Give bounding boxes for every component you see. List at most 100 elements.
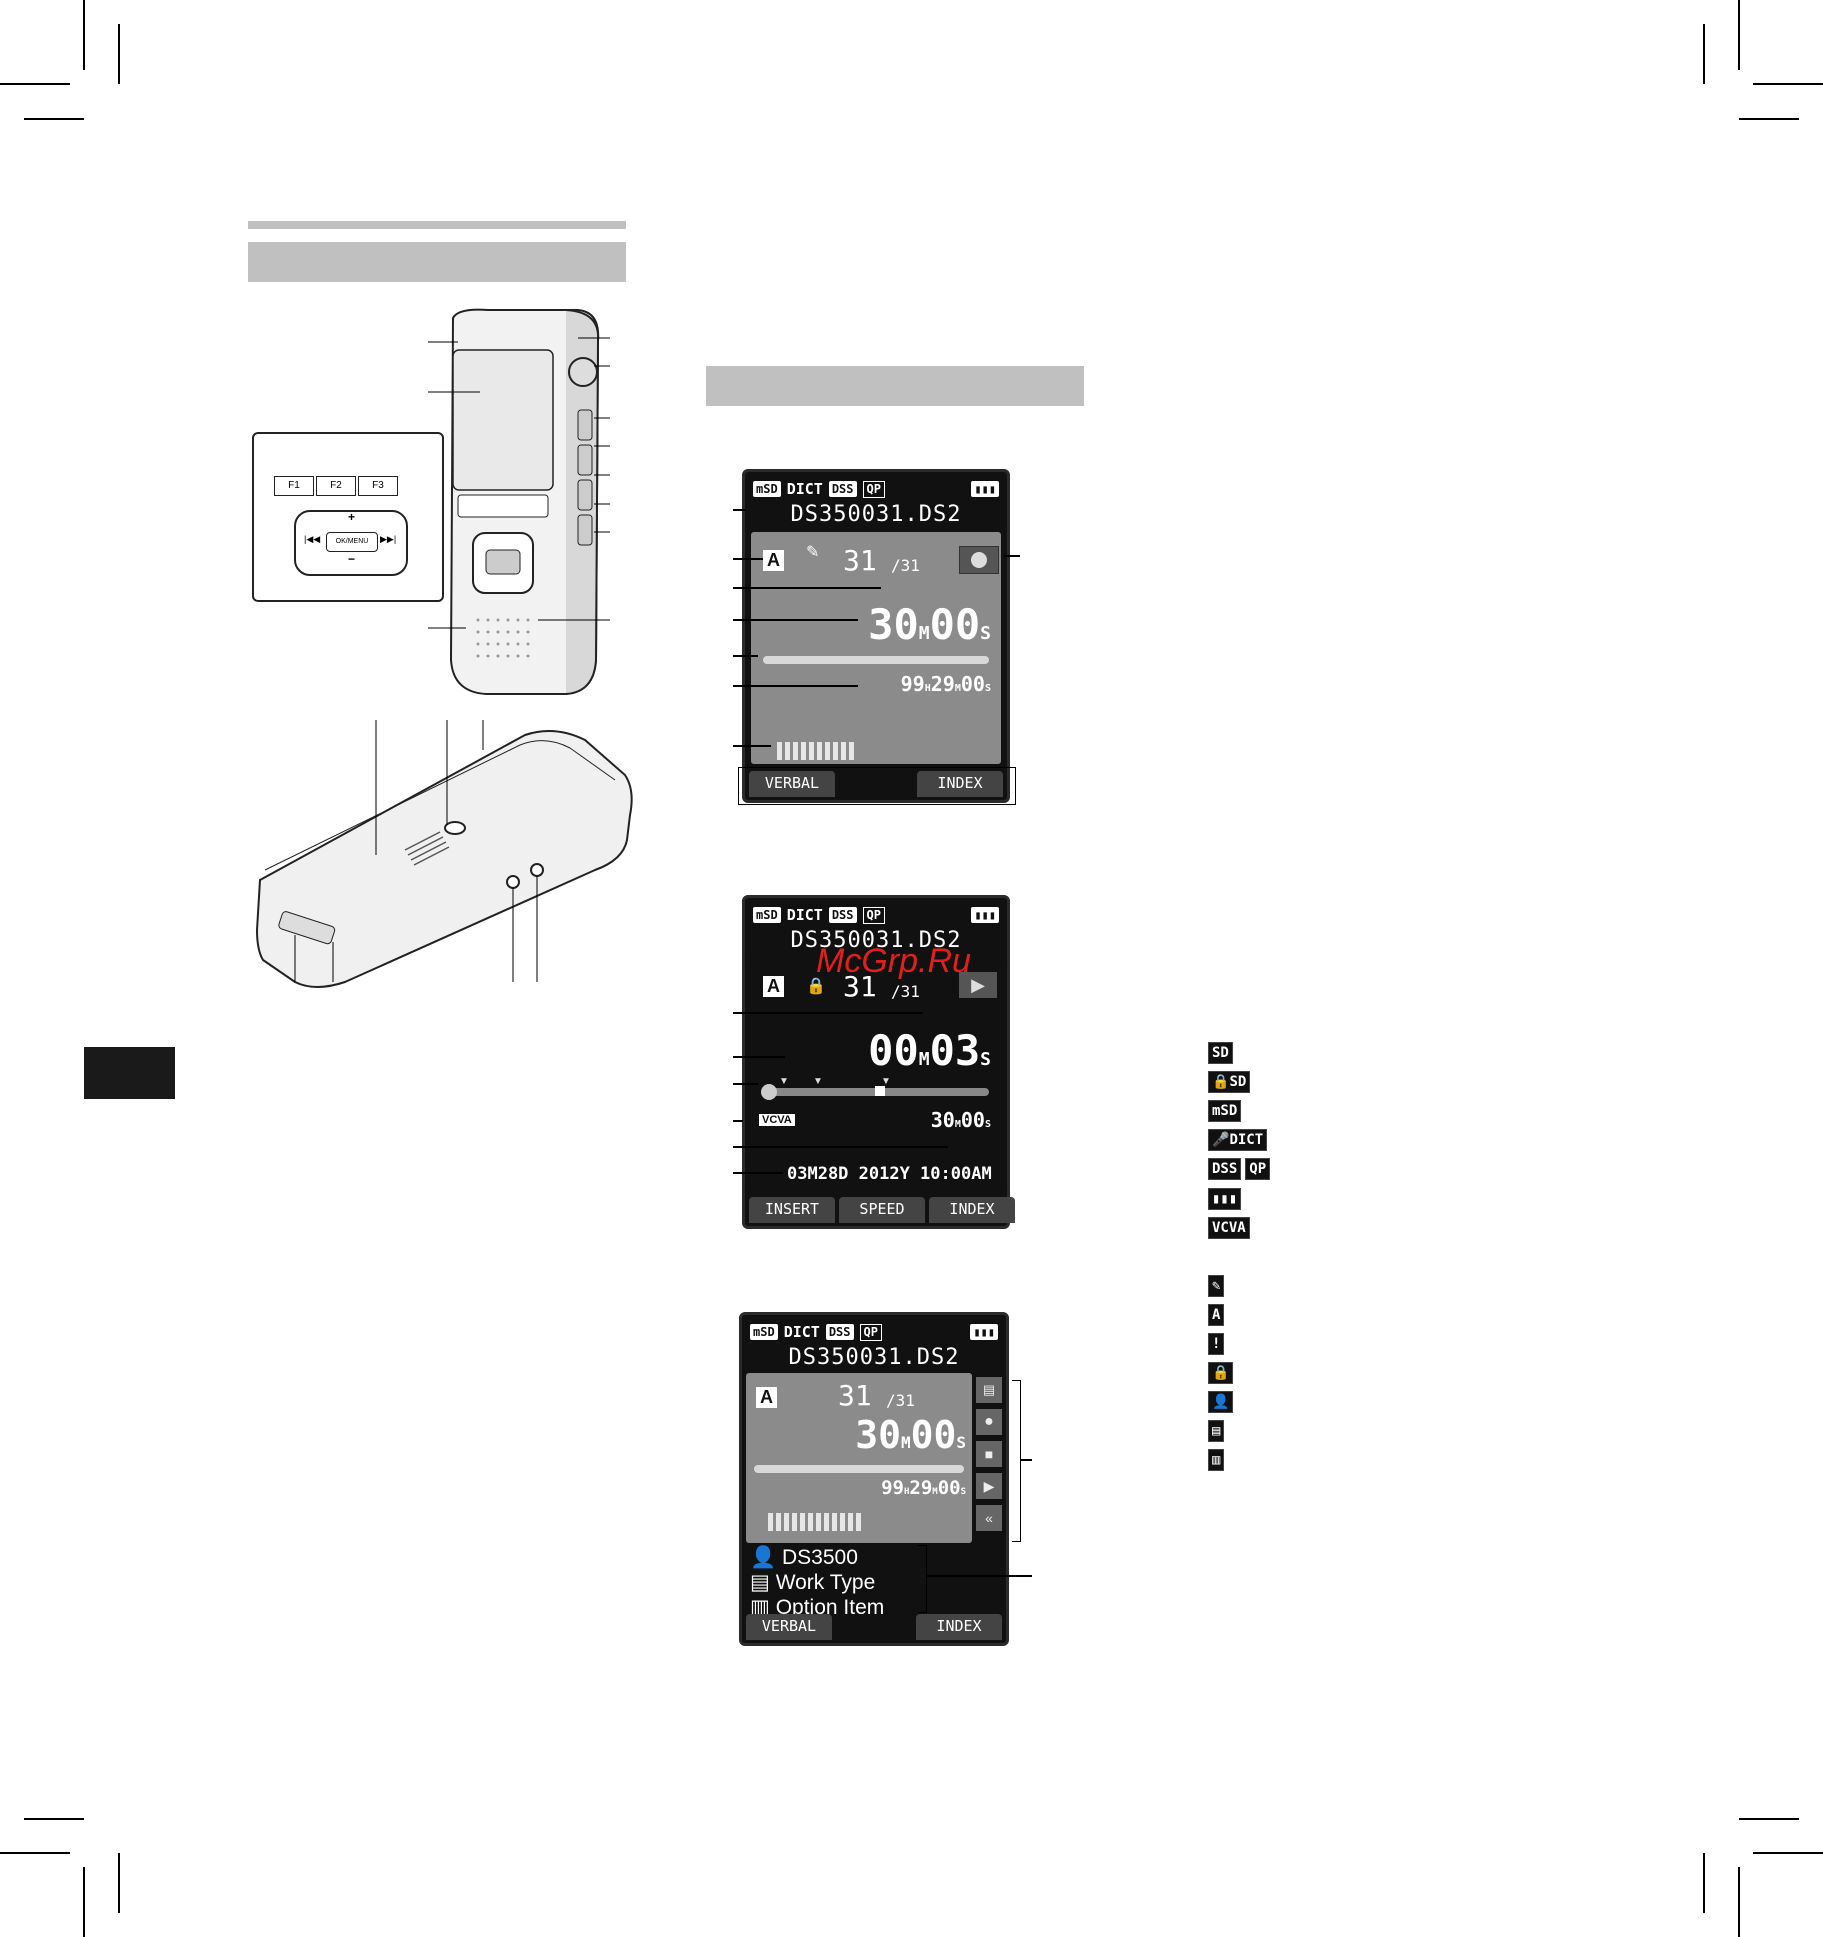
info-bracket xyxy=(918,1545,927,1613)
leader-line xyxy=(733,619,858,621)
ok-menu-button[interactable]: OK/MENU xyxy=(326,532,378,552)
navigation-pad[interactable]: + − OK/MENU |◀◀ ▶▶| xyxy=(294,510,408,576)
author-row: 👤 DS3500 xyxy=(750,1545,884,1570)
file-name: DS350031.DS2 xyxy=(790,502,962,527)
lock-icon: 🔒 xyxy=(806,978,826,995)
legend-edit-icon: ✎ xyxy=(1208,1275,1225,1297)
crop-mark xyxy=(83,0,85,70)
progress-bar xyxy=(763,656,989,664)
quality-icon: QP xyxy=(859,1323,882,1341)
section-heading-bar xyxy=(248,242,626,282)
quality-icon: QP xyxy=(862,906,885,924)
leader-line xyxy=(733,509,745,511)
legend-worktype-icon: ▤ xyxy=(1208,1420,1225,1442)
softkey-verbal[interactable]: VERBAL xyxy=(746,1614,832,1640)
record-icon: ● xyxy=(976,1409,1002,1435)
plus-key[interactable]: + xyxy=(348,510,356,524)
index-mark-icon: ▼ xyxy=(881,1076,891,1087)
fast-forward-icon[interactable]: ▶▶| xyxy=(380,534,397,544)
leader-line xyxy=(733,558,763,560)
folder-icon: A xyxy=(763,976,784,997)
softkey-bar: INSERT SPEED INDEX xyxy=(749,1197,1015,1223)
crop-mark xyxy=(1703,1853,1705,1913)
minus-key[interactable]: − xyxy=(348,552,356,566)
file-number: 31 xyxy=(843,970,877,1003)
author-id: DS3500 xyxy=(782,1546,858,1569)
battery-icon: ▮▮▮ xyxy=(971,481,999,497)
leader-line xyxy=(733,655,758,657)
leader-line xyxy=(733,587,881,589)
crop-mark xyxy=(0,83,70,85)
leader-line xyxy=(1004,555,1020,557)
info-lines: 👤 DS3500 ▤ Work Type ▥ Option Item xyxy=(750,1545,884,1620)
elapsed-time: 30M00S xyxy=(868,600,991,649)
softkey-index[interactable]: INDEX xyxy=(917,771,1003,797)
dict-mode-label: DICT xyxy=(786,906,823,924)
media-icon: mSD xyxy=(753,481,781,497)
file-number: 31 xyxy=(843,544,877,577)
controls-inset: F1 F2 F3 + − OK/MENU |◀◀ ▶▶| xyxy=(252,432,444,602)
file-name: DS350031.DS2 xyxy=(788,1345,960,1370)
playback-position-icon xyxy=(761,1084,777,1100)
battery-icon: ▮▮▮ xyxy=(971,907,999,923)
softkey-index[interactable]: INDEX xyxy=(929,1197,1015,1223)
icon-column-bracket xyxy=(1012,1380,1021,1542)
format-icon: DSS xyxy=(828,907,857,923)
f2-key[interactable]: F2 xyxy=(316,476,356,496)
worktype-row: ▤ Work Type xyxy=(750,1570,884,1595)
softkey-bar: VERBAL INDEX xyxy=(749,771,1003,797)
folder-icon: A xyxy=(756,1387,777,1408)
crop-mark xyxy=(1738,0,1740,70)
progress-bar xyxy=(754,1465,964,1473)
file-total: /31 xyxy=(891,556,920,575)
elapsed-time: 30M00S xyxy=(855,1413,966,1457)
crop-mark xyxy=(1739,1818,1799,1820)
leader-line xyxy=(733,1012,923,1014)
f1-key[interactable]: F1 xyxy=(274,476,314,496)
lcd-screen-recording: mSD DICT DSS QP ▮▮▮ DS350031.DS2 A ✎ 31 … xyxy=(742,469,1010,803)
format-icon: DSS xyxy=(825,1324,854,1340)
option-icon: ▥ xyxy=(750,1596,770,1619)
battery-icon: ▮▮▮ xyxy=(970,1324,998,1340)
lcd-main-panel: A 31 /31 30M00S 99H29M00S xyxy=(746,1373,972,1543)
crop-mark xyxy=(118,24,120,84)
softkey-insert[interactable]: INSERT xyxy=(749,1197,835,1223)
legend-author-icon: 👤 xyxy=(1208,1391,1234,1413)
section-rule xyxy=(248,221,626,229)
status-bar: mSD DICT DSS QP ▮▮▮ xyxy=(753,904,999,926)
crop-mark xyxy=(1738,1867,1740,1937)
status-bar: mSD DICT DSS QP ▮▮▮ xyxy=(753,478,999,500)
crop-mark xyxy=(118,1853,120,1913)
leader-line xyxy=(733,685,858,687)
option-item: Option Item xyxy=(775,1596,885,1619)
softkey-index[interactable]: INDEX xyxy=(916,1614,1002,1640)
marker-icon xyxy=(875,1086,885,1096)
lcd-screen-playback: mSD DICT DSS QP ▮▮▮ DS350031.DS2 A 🔒 31 … xyxy=(742,895,1015,1229)
media-icon: mSD xyxy=(753,907,781,923)
legend-sd-icon: SD xyxy=(1208,1042,1233,1064)
crop-mark xyxy=(1753,1852,1823,1854)
crop-mark xyxy=(24,118,84,120)
leader-line xyxy=(926,1575,1032,1577)
format-icon: DSS xyxy=(828,481,857,497)
softkey-speed[interactable]: SPEED xyxy=(839,1197,925,1223)
media-icon: mSD xyxy=(750,1324,778,1340)
legend-sd-lock-icon: 🔒SD xyxy=(1208,1071,1251,1093)
legend-priority-icon: ! xyxy=(1208,1333,1225,1355)
leader-line xyxy=(733,1083,758,1085)
softkey-verbal[interactable]: VERBAL xyxy=(749,771,835,797)
device-back-illustration xyxy=(255,720,633,988)
watermark: McGrp.Ru xyxy=(816,942,971,980)
leader-line xyxy=(733,1146,948,1148)
lcd-main-panel: A 🔒 31 /31 ▶ 00M03S ▼ ▼ ▼ VCVA 30M00S 03… xyxy=(751,958,1001,1190)
display-heading-bar xyxy=(706,366,1084,406)
elapsed-time: 00M03S xyxy=(868,1026,991,1075)
worktype-icon: ▤ xyxy=(750,1571,770,1594)
vcva-icon: VCVA xyxy=(759,1114,795,1126)
f3-key[interactable]: F3 xyxy=(358,476,398,496)
author-icon: 👤 xyxy=(750,1546,777,1569)
crop-mark xyxy=(1753,83,1823,85)
leader-line xyxy=(733,1172,783,1174)
play-status-icon: ▶ xyxy=(959,972,997,998)
rewind-icon[interactable]: |◀◀ xyxy=(304,534,321,544)
